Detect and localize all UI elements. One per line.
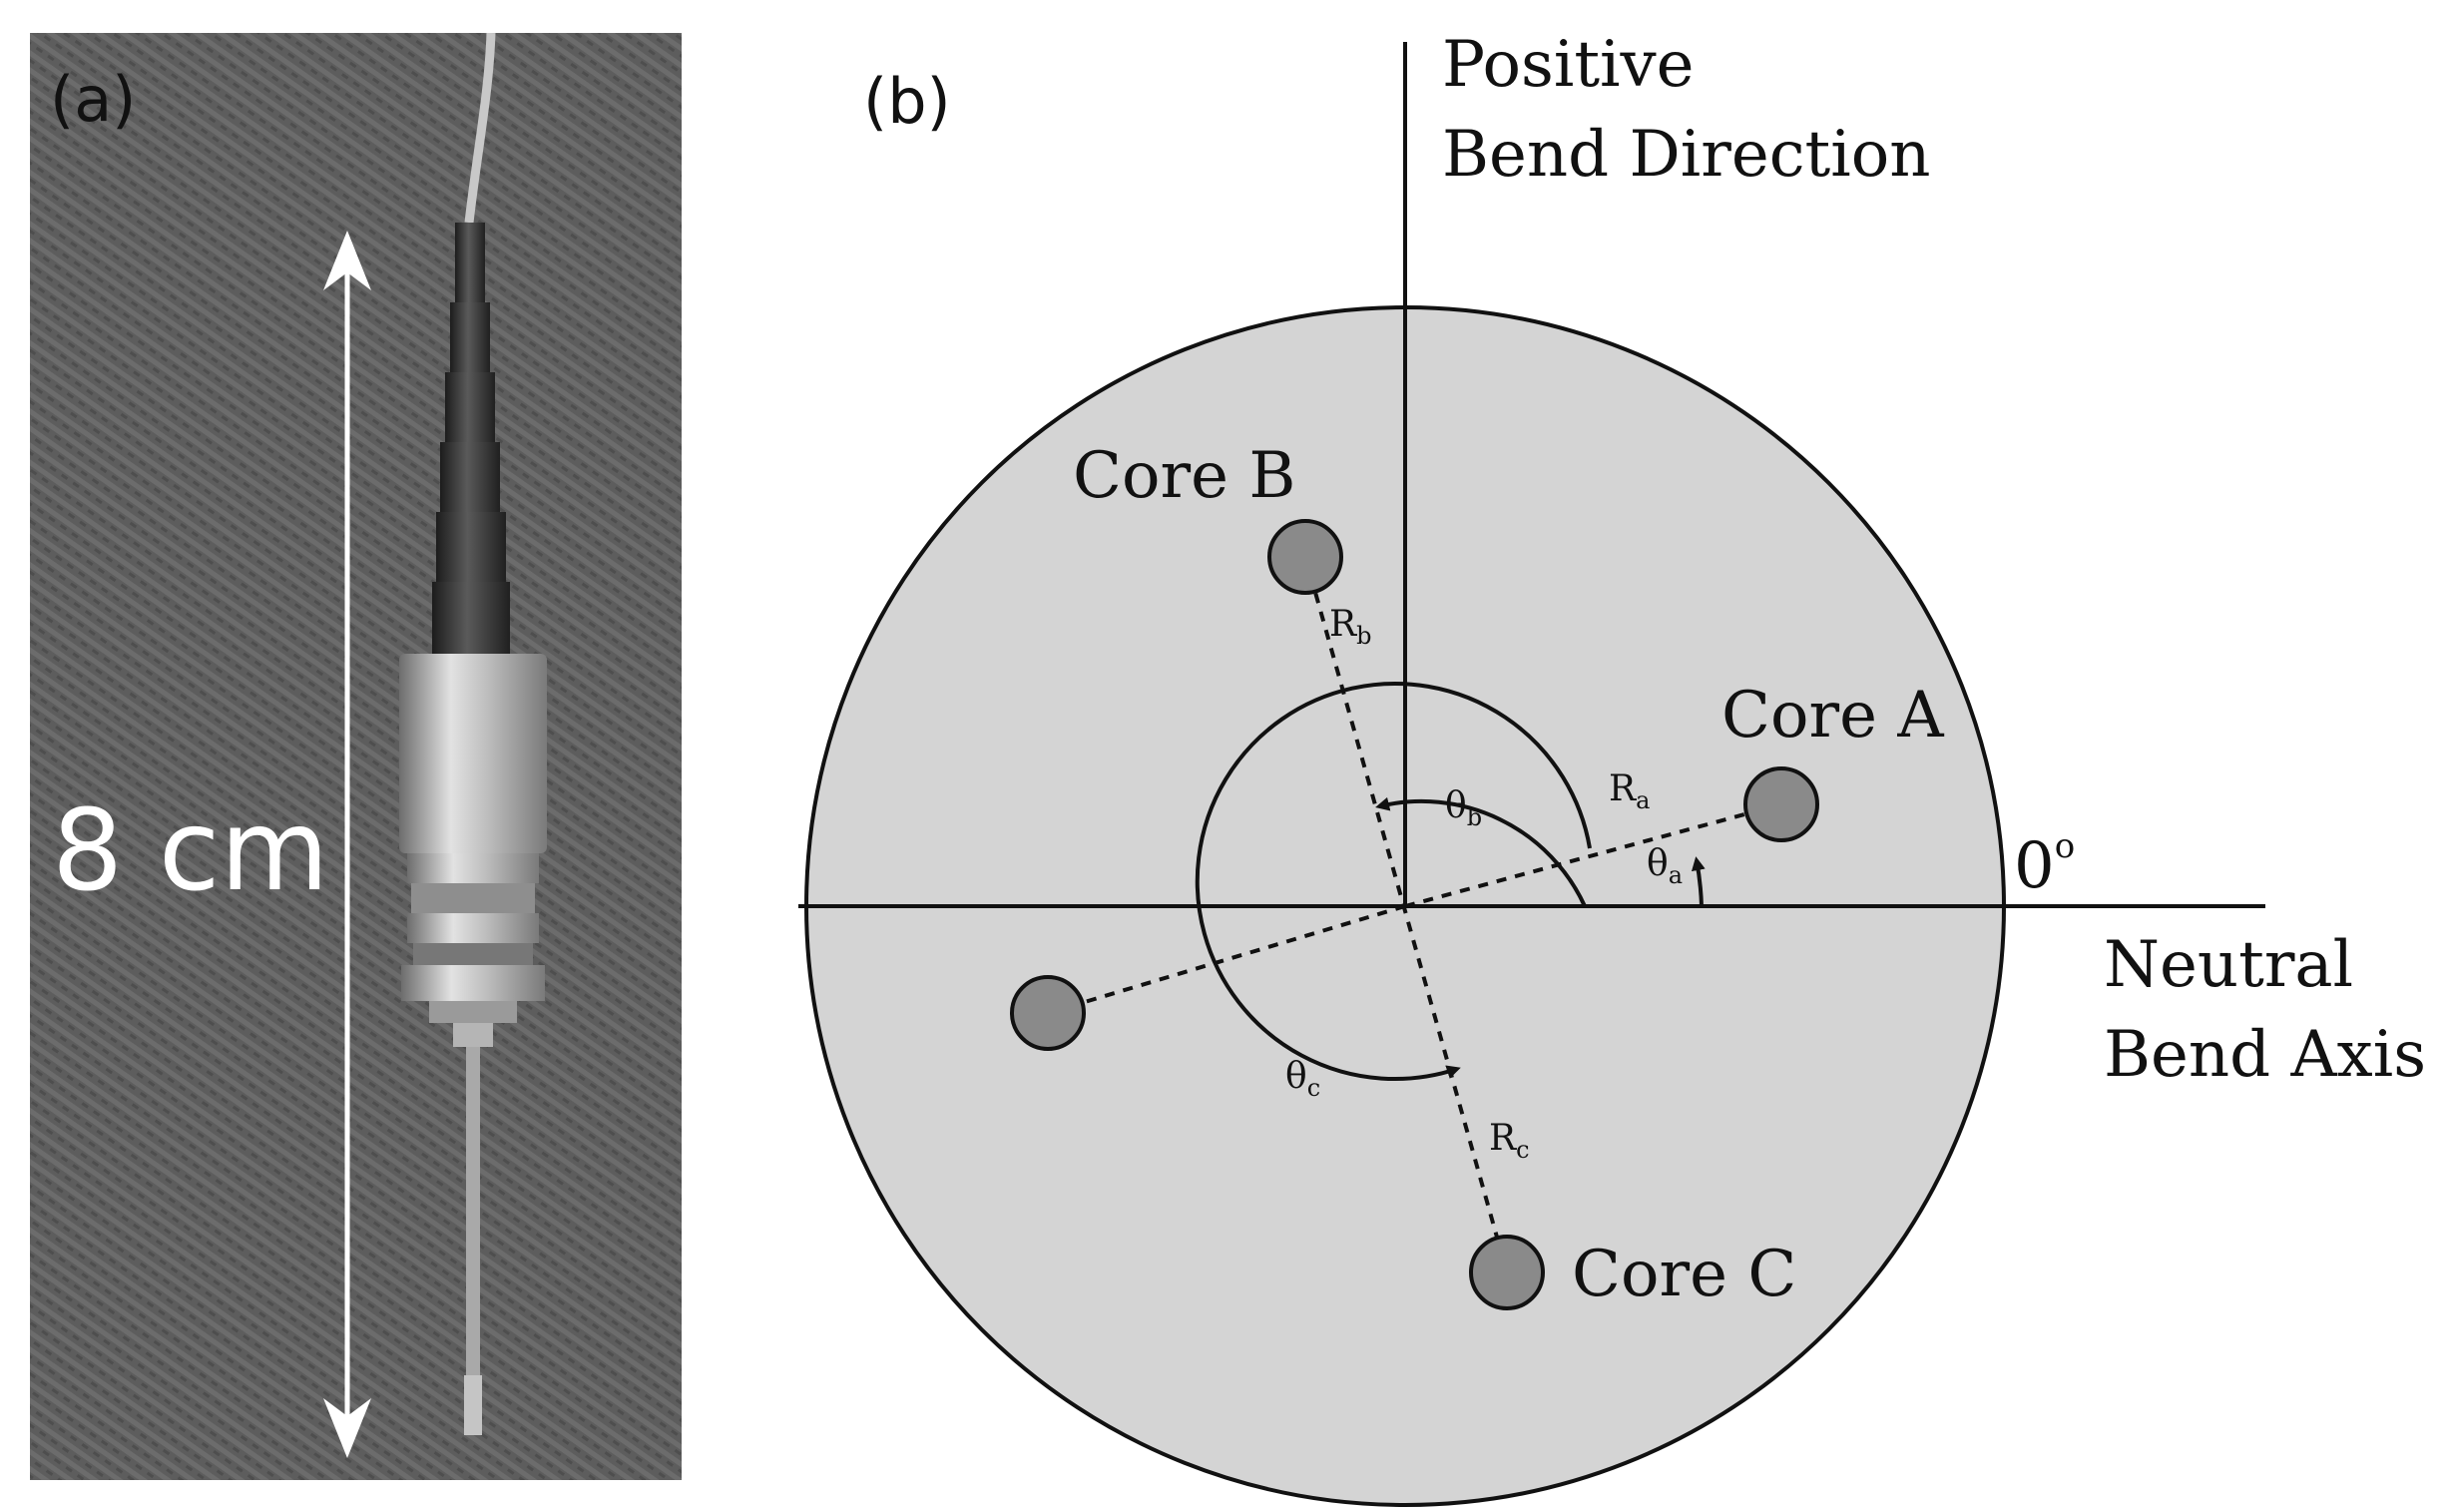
- angle-a-label: θa: [1647, 843, 1683, 889]
- length-label: 8 cm: [52, 786, 329, 916]
- sensor-photo: [30, 33, 682, 1480]
- radius-a-label: Ra: [1609, 768, 1651, 814]
- fabric-background: [30, 33, 682, 1480]
- radius-b-label: Rb: [1329, 604, 1372, 650]
- fiber-cross-section-diagram: [798, 42, 2265, 1507]
- core-a-label: Core A: [1721, 679, 1944, 753]
- strain-relief-boot: [432, 223, 510, 662]
- angle-b-arc: [1375, 796, 1587, 907]
- angle-a-arc: [1691, 856, 1706, 907]
- core-b: [1267, 519, 1343, 595]
- angle-c-label: θc: [1285, 1056, 1321, 1102]
- radius-a-line: [1404, 802, 1782, 908]
- core-c: [1469, 1235, 1545, 1310]
- radius-c-label: Rc: [1489, 1118, 1530, 1164]
- probe-tip: [464, 1375, 482, 1435]
- zero-degree-label: 0o: [2014, 826, 2076, 903]
- needle-probe: [466, 1047, 480, 1421]
- radius-opposite-line: [1047, 904, 1406, 1015]
- panel-a-label: (a): [50, 63, 137, 136]
- fiber-cable: [464, 33, 496, 224]
- positive-axis-label-line1: Positive: [1442, 28, 1695, 102]
- photo-panel: (a) 8 cm: [30, 33, 682, 1480]
- cross-section-panel: (b) Positive Bend Direction Neutral Bend…: [738, 0, 2450, 1512]
- angle-c-arc: [1195, 682, 1592, 1081]
- core-b-label: Core B: [1073, 439, 1296, 513]
- positive-axis-label-line2: Bend Direction: [1442, 118, 1931, 192]
- core-a: [1743, 766, 1819, 842]
- length-double-arrow: [323, 231, 371, 1458]
- neutral-axis-label-line2: Bend Axis: [2104, 1018, 2427, 1092]
- core-opposite: [1010, 975, 1086, 1051]
- neutral-axis-label-line1: Neutral: [2104, 928, 2354, 1002]
- metal-connector: [399, 654, 547, 1047]
- panel-b-label: (b): [863, 65, 951, 138]
- core-c-label: Core C: [1572, 1238, 1797, 1311]
- angle-b-label: θb: [1445, 785, 1483, 831]
